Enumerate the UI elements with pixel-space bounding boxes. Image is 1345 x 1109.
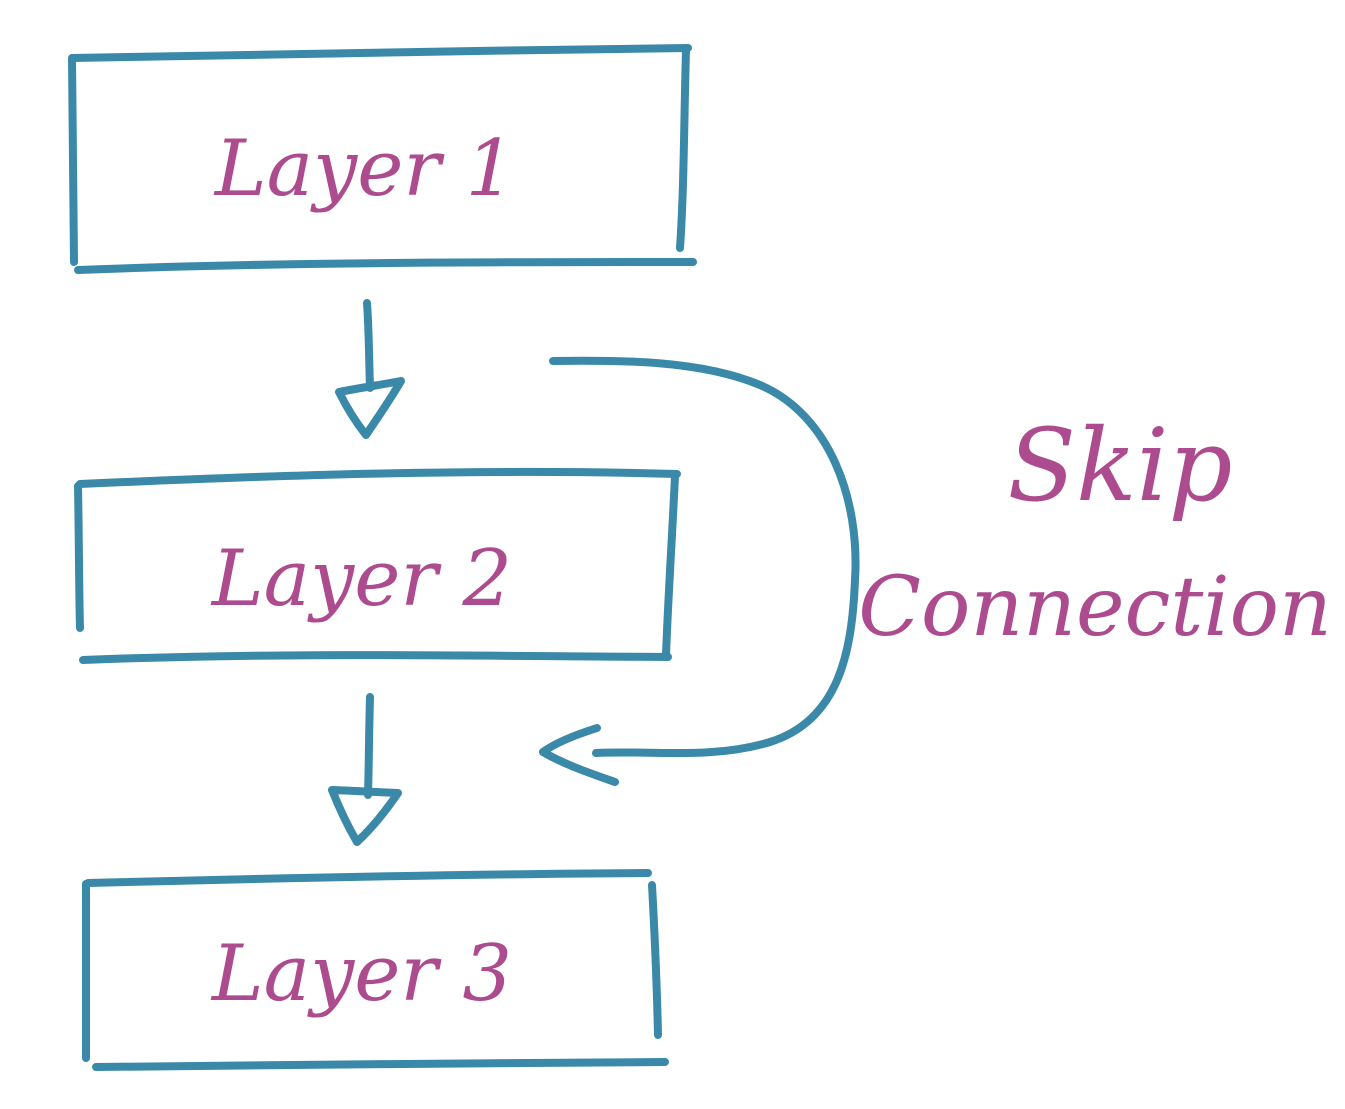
layer-3-box: Layer 3 [81,869,669,1071]
skip-connection-arrow [539,356,860,786]
layer-1-box: Layer 1 [68,44,697,274]
arrow-layer2-to-layer3 [328,693,402,846]
layer-3-label: Layer 3 [210,929,512,1019]
layer-2-box: Layer 2 [74,467,681,664]
layer-2-label: Layer 2 [210,534,512,624]
arrow-layer1-to-layer2 [335,299,405,439]
skip-label-line2: Connection [858,560,1332,655]
layer-1-label: Layer 1 [213,124,515,214]
skip-connection-label: Skip Connection [858,407,1332,655]
skip-label-line1: Skip [1007,407,1232,524]
